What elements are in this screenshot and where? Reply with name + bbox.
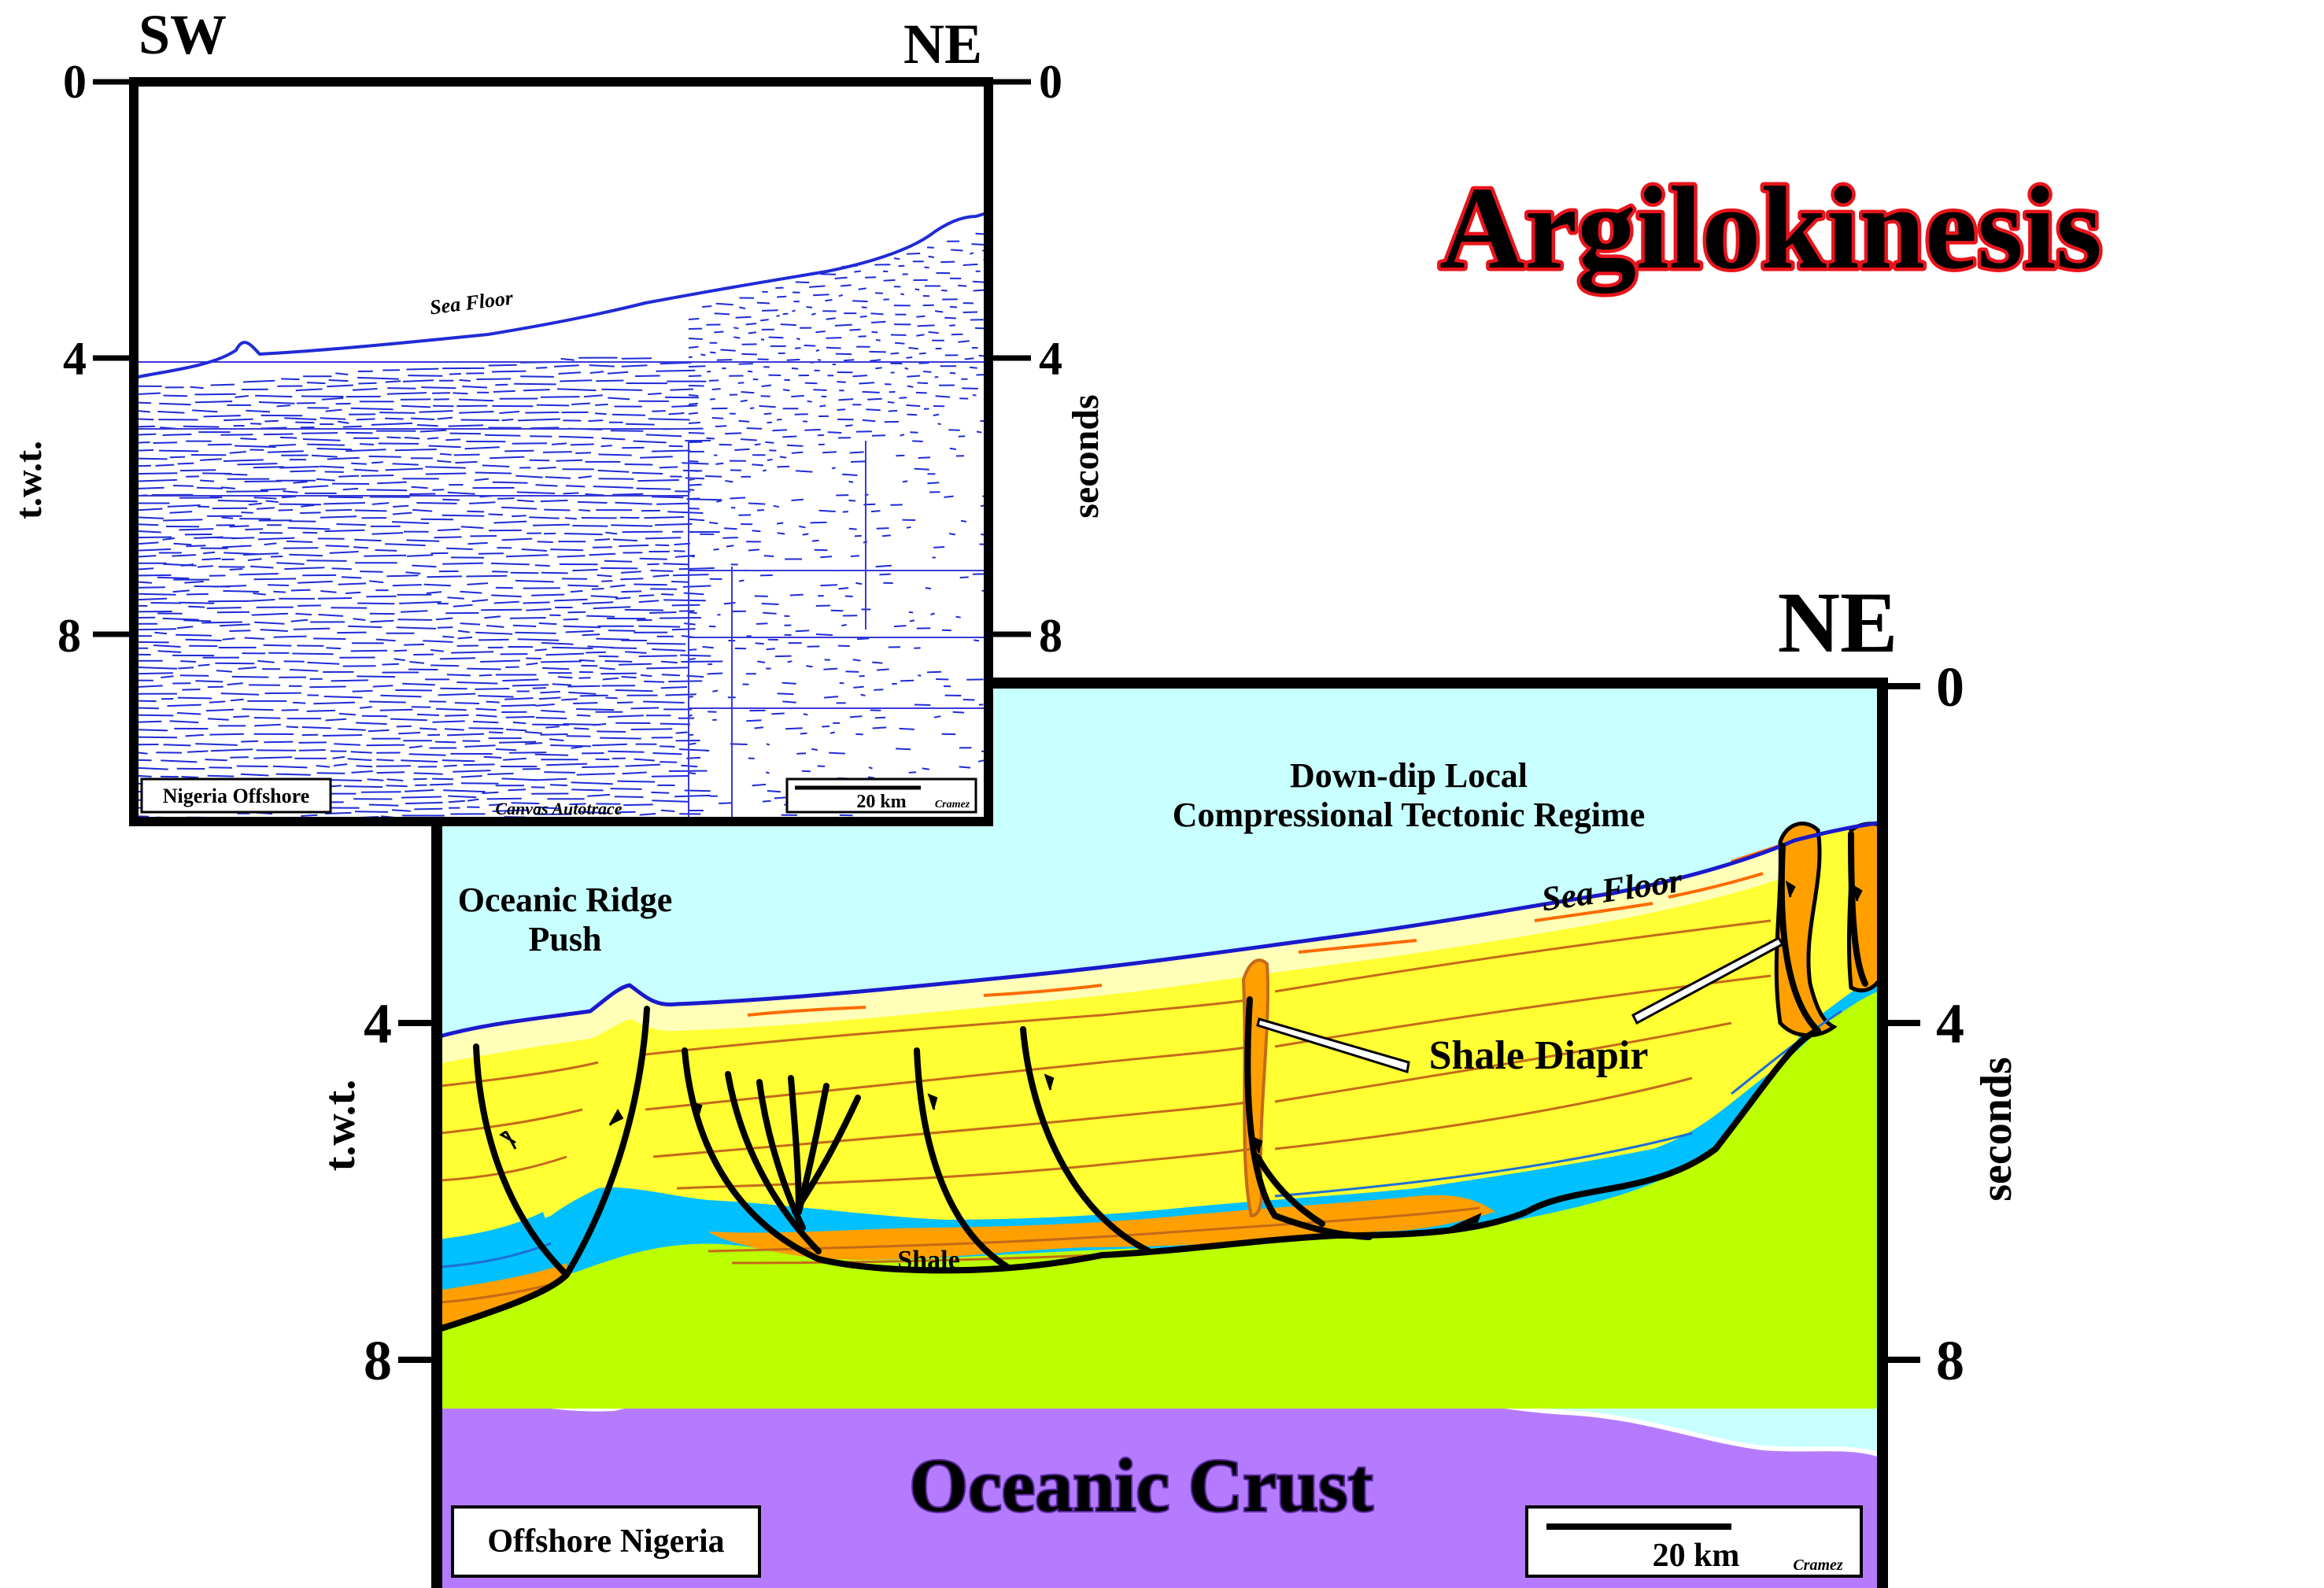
seismic-grid — [134, 361, 988, 822]
seismic-credit-label: Canvas Autotrace — [495, 799, 622, 818]
seismic-right-axis — [988, 79, 1031, 637]
fault-5 — [756, 1079, 806, 1231]
seismic-author-label: Cramez — [935, 799, 970, 811]
seismic-direction-sw: SW — [139, 3, 227, 66]
geologic-cross-section: Down-dip Local Compressional Tectonic Re… — [316, 574, 2021, 1588]
oceanic-crust-label: Oceanic Crust — [909, 1443, 1373, 1527]
seismic-right-tick-4: 4 — [1039, 333, 1062, 385]
seismic-left-axis-label: t.w.t. — [8, 441, 50, 519]
ridge-label-line1: Oceanic Ridge — [458, 881, 673, 919]
shale-layer-central — [708, 1195, 1495, 1260]
figure-title: Argilokinesis — [1439, 163, 2102, 294]
section-left-axis — [398, 1020, 437, 1363]
fault-4 — [725, 1071, 822, 1254]
green-basement-layer — [437, 976, 1882, 1409]
diapir-pointers — [1256, 936, 1785, 1073]
seismic-line-panel: Sea Floor Nigeria Offshore Canvas Autotr… — [8, 3, 1107, 826]
shale-label: Shale — [897, 1246, 959, 1275]
seismic-direction-ne: NE — [903, 13, 982, 76]
shale-diapir-label: Shale Diapir — [1429, 1033, 1649, 1078]
seismic-scale-box — [785, 777, 977, 814]
motion-arrows — [499, 880, 1863, 1231]
fault-6 — [788, 1075, 802, 1215]
seismic-right-axis-label: seconds — [1065, 394, 1107, 518]
oceanic-crust-layer — [437, 1390, 1882, 1588]
sea-floor-line — [437, 820, 1882, 1040]
ridge-label-line2: Push — [529, 920, 602, 958]
section-location-box — [451, 1505, 761, 1578]
shale-layer — [437, 1263, 567, 1330]
fault-3 — [682, 1047, 822, 1262]
fault-10 — [1020, 1026, 1152, 1254]
section-right-tick-8: 8 — [1936, 1329, 1964, 1392]
fault-13 — [1778, 843, 1821, 1034]
seismic-left-tick-4: 4 — [63, 333, 87, 385]
seismic-sea-floor-line — [134, 211, 988, 379]
regime-label-line2: Compressional Tectonic Regime — [1173, 796, 1646, 834]
section-right-tick-0: 0 — [1936, 656, 1964, 718]
seismic-frame — [129, 77, 993, 826]
fault-2 — [563, 1006, 650, 1278]
seismic-scale-label: 20 km — [856, 792, 906, 812]
section-author-label: Cramez — [1793, 1557, 1843, 1574]
section-location-label: Offshore Nigeria — [487, 1523, 724, 1560]
section-left-axis-label: t.w.t. — [316, 1080, 364, 1172]
seismic-left-tick-0: 0 — [63, 56, 87, 108]
section-frame — [431, 678, 1888, 1588]
seismic-right-tick-0: 0 — [1039, 56, 1062, 108]
seismic-left-tick-8: 8 — [57, 610, 81, 662]
normal-faults — [473, 831, 1868, 1278]
seismic-right-tick-8: 8 — [1039, 610, 1062, 662]
section-left-tick-8: 8 — [364, 1329, 392, 1392]
seismic-left-axis — [93, 79, 134, 637]
section-scale-label: 20 km — [1653, 1538, 1740, 1574]
fault-14 — [1848, 831, 1868, 987]
section-direction-ne: NE — [1778, 574, 1898, 670]
seismic-location-label: Nigeria Offshore — [163, 785, 310, 807]
section-right-axis — [1882, 683, 1920, 1363]
detachment-surface — [437, 1028, 1820, 1333]
fault-9 — [914, 1047, 1011, 1270]
seismic-location-box — [140, 777, 332, 814]
fault-11 — [1244, 996, 1373, 1240]
section-left-tick-4: 4 — [364, 992, 392, 1055]
section-right-axis-label: seconds — [1972, 1057, 2021, 1202]
fault-12 — [1254, 1154, 1325, 1227]
fault-8 — [792, 1095, 861, 1215]
fault-1 — [473, 1043, 568, 1276]
pale-top-band — [437, 840, 1794, 1064]
regime-label-line1: Down-dip Local — [1290, 756, 1528, 795]
section-scale-box — [1525, 1505, 1863, 1578]
section-right-tick-4: 4 — [1936, 992, 1964, 1055]
